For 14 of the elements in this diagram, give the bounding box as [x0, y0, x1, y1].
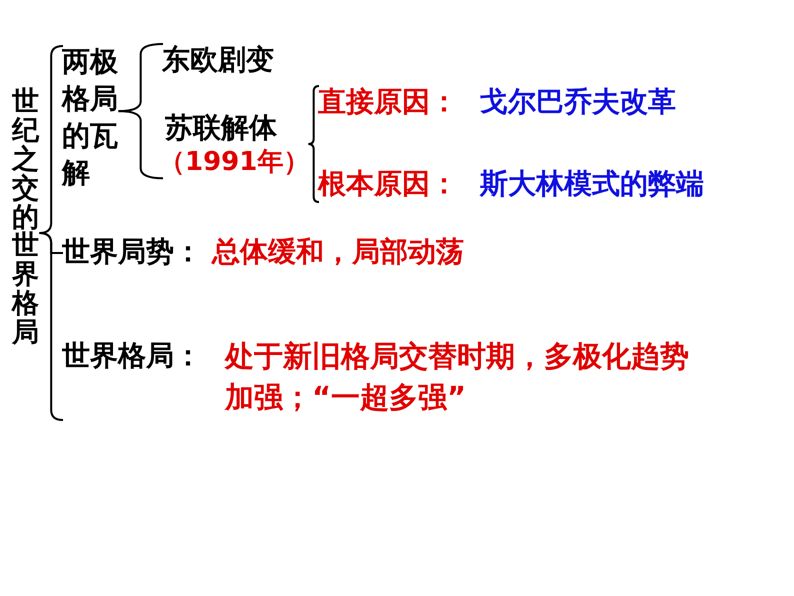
item-heading: 世界局势：	[62, 234, 202, 270]
item-text: 戈尔巴乔夫改革	[480, 84, 676, 120]
item-heading: 根本原因：	[318, 166, 458, 202]
branch-label: 苏联解体	[165, 110, 278, 146]
item-text: 总体缓和，局部动荡	[212, 234, 464, 270]
item-text: 处于新旧格局交替时期，多极化趋势加强；“一超多强”	[225, 338, 690, 416]
item-text: 斯大林模式的弊端	[480, 166, 704, 202]
item-heading: 直接原因：	[318, 84, 458, 120]
topic-title: 世纪之交的世界格局	[12, 88, 40, 348]
year-note: （1991年）	[159, 146, 310, 180]
branch-label: 东欧剧变	[162, 42, 274, 78]
brace-line	[118, 110, 164, 180]
branch-heading: 两极格局的瓦解	[62, 44, 120, 192]
item-heading: 世界格局：	[62, 338, 202, 374]
